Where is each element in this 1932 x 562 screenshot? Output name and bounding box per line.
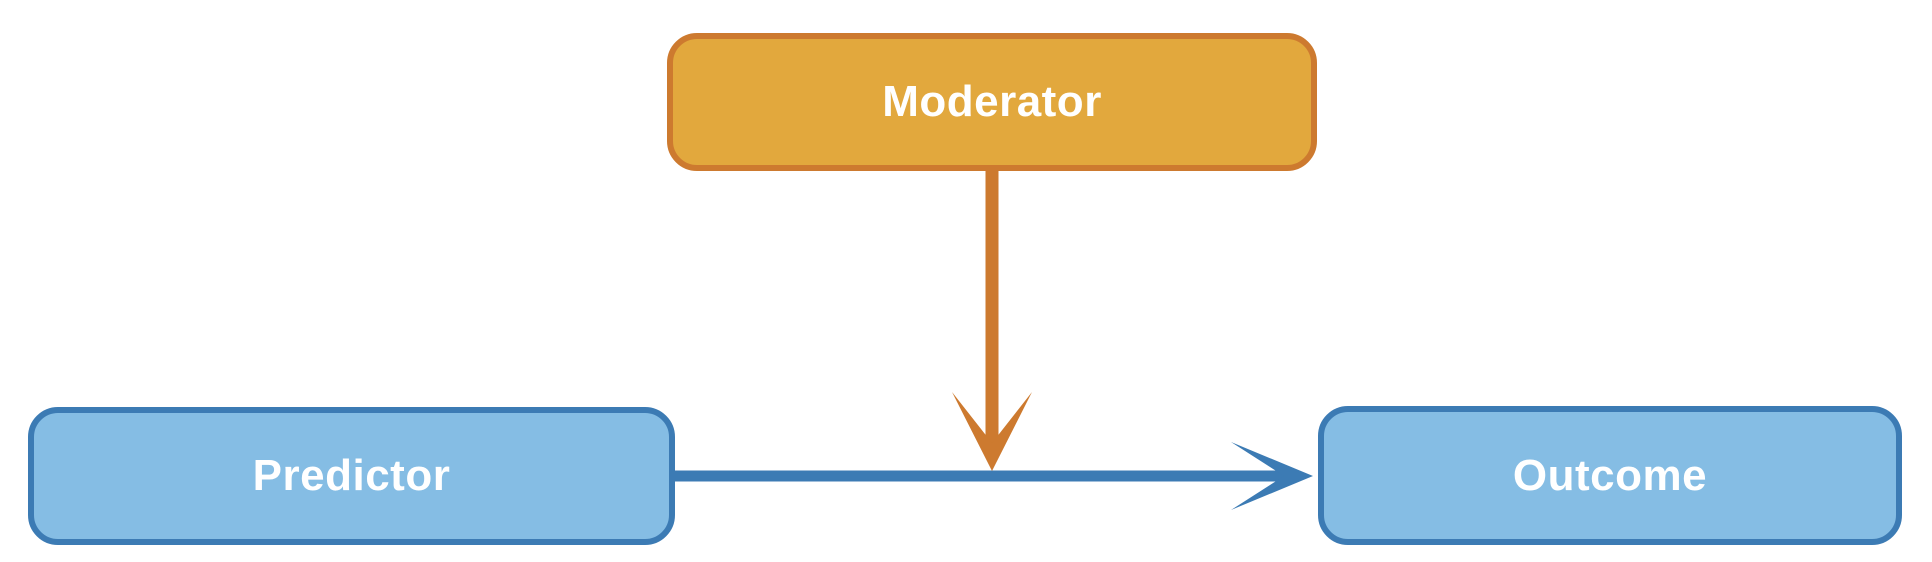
- node-moderator[interactable]: Moderator: [667, 33, 1317, 171]
- predictor-outcome-arrowhead-icon[interactable]: [1231, 442, 1313, 510]
- node-moderator-label: Moderator: [882, 77, 1102, 126]
- node-outcome[interactable]: Outcome: [1318, 406, 1902, 545]
- moderator-arrowhead-icon[interactable]: [952, 392, 1032, 471]
- node-outcome-label: Outcome: [1512, 450, 1708, 500]
- node-predictor[interactable]: Predictor: [28, 407, 675, 545]
- node-predictor-label: Predictor: [252, 451, 451, 500]
